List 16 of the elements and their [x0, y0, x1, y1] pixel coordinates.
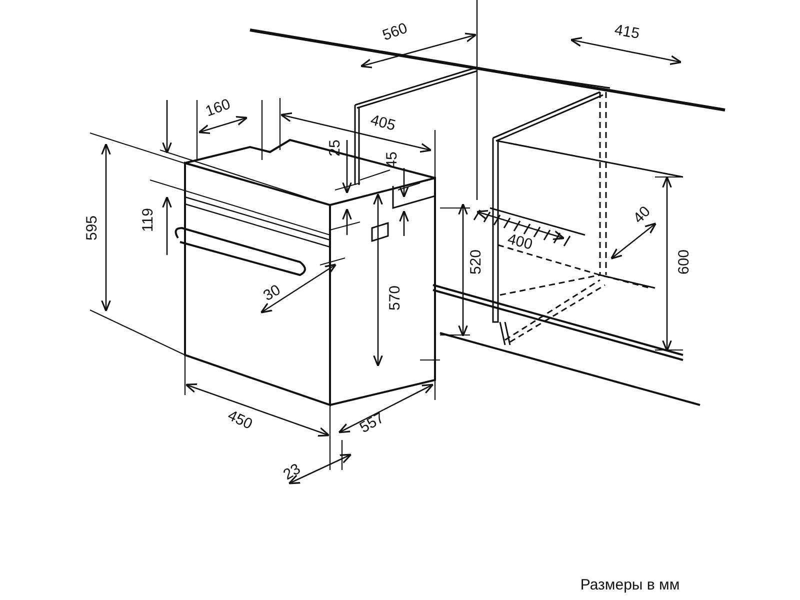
- dimension-label: 119: [140, 208, 156, 232]
- dimension-label: 560: [380, 20, 410, 44]
- dimension-label: 160: [204, 96, 232, 120]
- dimension-label: 595: [84, 215, 100, 241]
- dimension-label: 40: [630, 204, 654, 226]
- dimension-label: 450: [225, 408, 255, 432]
- dimension-label: 405: [368, 112, 398, 134]
- dimension-label: 600: [676, 249, 692, 275]
- dimension-label: 400: [506, 232, 534, 252]
- dimension-label: 557: [357, 410, 387, 436]
- dimension-label: 415: [613, 22, 641, 42]
- dimension-label: 570: [388, 285, 402, 311]
- dimension-label: 23: [281, 461, 303, 483]
- dimension-label: 30: [261, 282, 283, 304]
- units-note: Размеры в мм: [580, 578, 680, 592]
- dimension-label: 520: [468, 249, 484, 275]
